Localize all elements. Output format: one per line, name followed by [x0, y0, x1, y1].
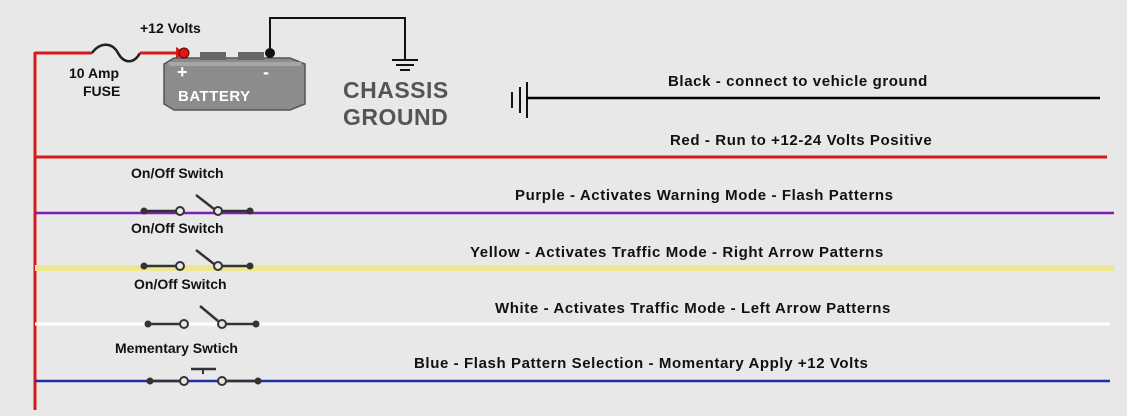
- ground-symbol-icon: [511, 82, 528, 118]
- switch-label-blue: Mementary Swtich: [115, 340, 238, 356]
- wire-label-red: Red - Run to +12-24 Volts Positive: [670, 132, 932, 149]
- fuse-label-line2: FUSE: [83, 83, 120, 99]
- wire-label-yellow: Yellow - Activates Traffic Mode - Right …: [470, 244, 884, 261]
- momentary-switch-icon: [146, 367, 262, 386]
- fuse-label-line1: 10 Amp: [69, 65, 119, 81]
- wire-label-blue: Blue - Flash Pattern Selection - Momenta…: [414, 355, 868, 372]
- wire-label-black: Black - connect to vehicle ground: [668, 73, 928, 90]
- fuse-icon: [90, 43, 142, 63]
- on-off-switch-icon: [140, 249, 254, 271]
- on-off-switch-icon: [140, 194, 254, 216]
- chassis-ground-line1: CHASSIS: [343, 77, 449, 103]
- battery-minus-sign: -: [263, 62, 269, 82]
- on-off-switch-icon: [144, 305, 260, 329]
- switch-label-white: On/Off Switch: [134, 276, 227, 292]
- wire-label-white: White - Activates Traffic Mode - Left Ar…: [495, 300, 891, 317]
- battery-label: BATTERY: [178, 88, 251, 105]
- battery-ground-wire: [269, 17, 406, 60]
- voltage-label: +12 Volts: [140, 20, 201, 36]
- switch-label-yellow: On/Off Switch: [131, 220, 224, 236]
- chassis-ground-icon: [392, 59, 418, 71]
- battery-icon: [163, 47, 306, 111]
- chassis-ground-line2: GROUND: [343, 104, 448, 130]
- battery-plus-sign: +: [177, 62, 188, 82]
- switch-label-purple: On/Off Switch: [131, 165, 224, 181]
- wire-label-purple: Purple - Activates Warning Mode - Flash …: [515, 187, 894, 204]
